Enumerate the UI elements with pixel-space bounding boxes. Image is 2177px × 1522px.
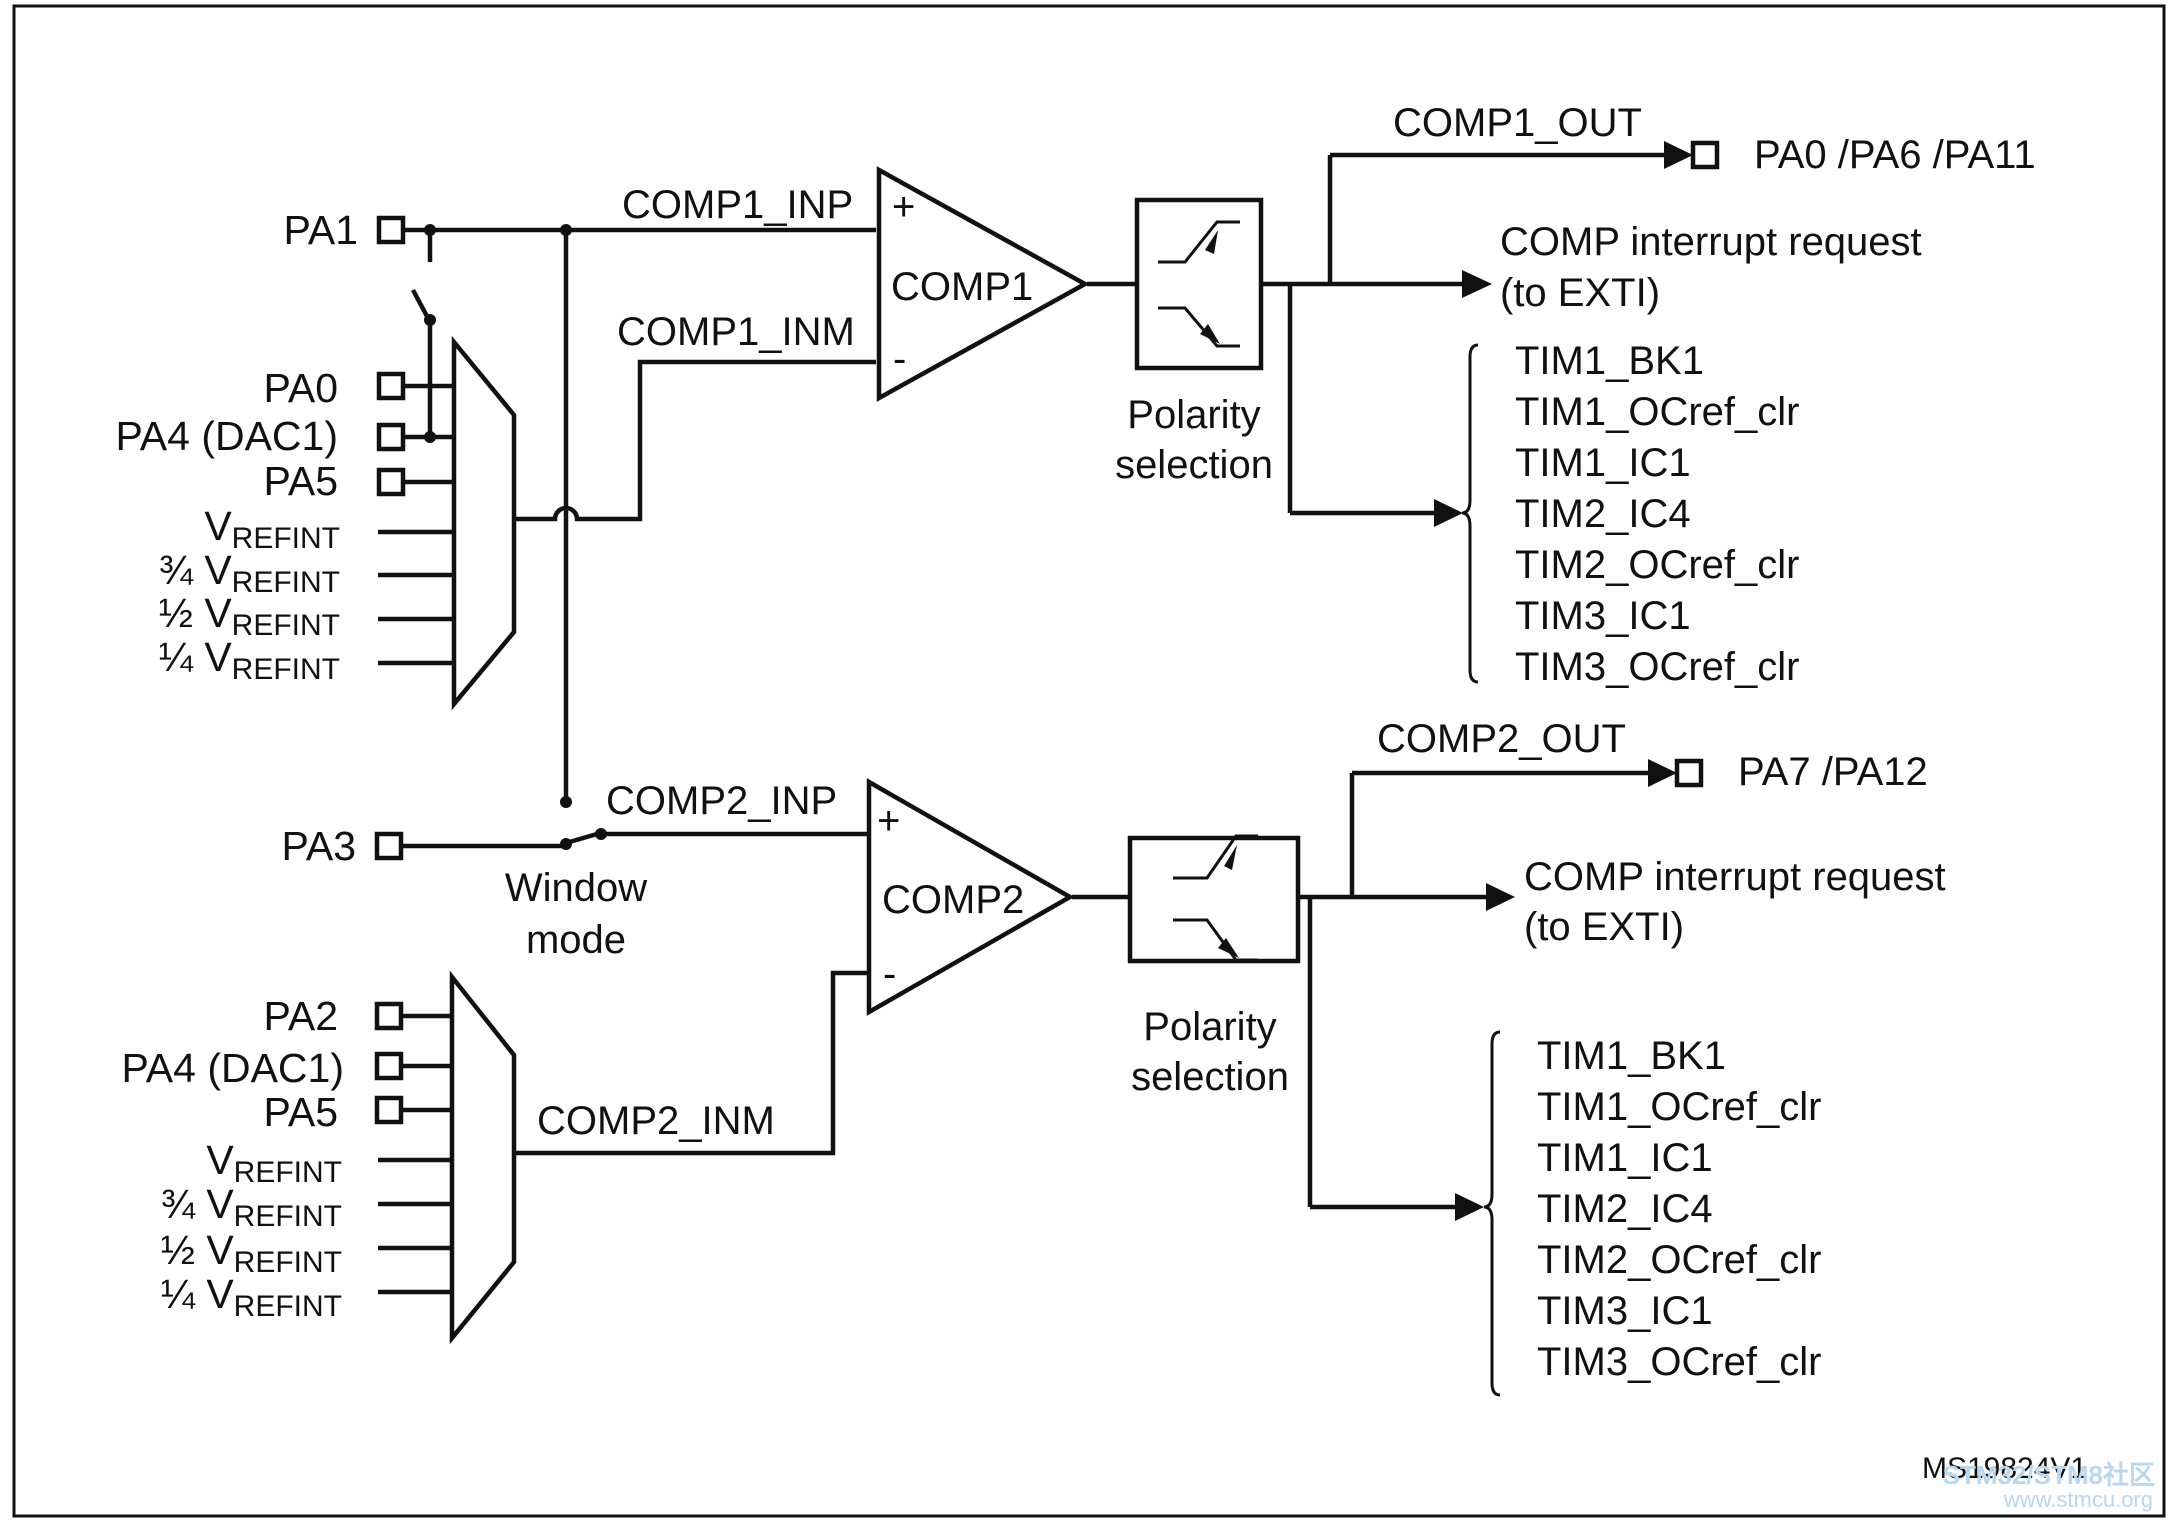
timer-signal: TIM3_OCref_clr [1537,1340,1822,1384]
comp2-input-mux [449,970,517,1345]
comp1-out-pin [1690,140,1720,170]
vrefint-1-4-label: ¼ VREFINT [159,634,340,686]
comp2-minus-sign: - [883,952,896,996]
comp2-interrupt-label: COMP interrupt request [1524,855,1946,899]
comp2-timer-list: TIM1_BK1 TIM1_OCref_clr TIM1_IC1 TIM2_IC… [1537,1034,1822,1384]
pin-pa2 [374,1001,404,1031]
timer-signal: TIM2_IC4 [1515,492,1691,536]
pin-pa4 [376,422,406,452]
mux2-input-label: PA5 [264,1089,338,1135]
rising-edge-symbol [1158,220,1240,264]
comp2-section: PA3 COMP2_INP PA2 PA4 (DAC1) PA5 VREFINT… [121,717,1946,1397]
window-mode-label: mode [526,918,626,962]
rising-edge-symbol [1173,834,1258,880]
comp1-out-label: COMP1_OUT [1393,101,1642,145]
pin-pa5 [374,1095,404,1125]
vrefint-label: VREFINT [206,1137,342,1189]
timer-signal: TIM2_IC4 [1537,1187,1713,1231]
mux2-input-label: PA4 (DAC1) [121,1045,344,1091]
comp1-input-mux [451,335,517,711]
timer-signal: TIM2_OCref_clr [1537,1238,1822,1282]
comp1-plus-sign: + [892,185,915,229]
timer-signal: TIM1_BK1 [1537,1034,1726,1078]
comp2-out-label: COMP2_OUT [1377,717,1626,761]
vrefint-1-2-label: ½ VREFINT [161,1227,342,1279]
falling-edge-symbol [1158,306,1240,348]
comp1-interrupt-label: (to EXTI) [1500,271,1660,315]
comp1-polarity-label: Polarity [1127,393,1260,437]
diagram-frame [12,4,2166,1518]
timer-signal: TIM1_IC1 [1515,441,1691,485]
comp1-section: PA1 COMP1_INP PA0 PA4 (DAC1) PA5 [115,101,2036,711]
comp2-out-pin [1674,758,1704,788]
watermark-url: www.stmcu.org [2003,1487,2153,1512]
pin-pa5 [376,467,406,497]
comp1-mux-inputs: PA0 PA4 (DAC1) PA5 VREFINT ¾ VREFINT ½ V… [115,365,454,686]
comp2-label: COMP2 [882,878,1024,922]
timer-signal: TIM1_IC1 [1537,1136,1713,1180]
vrefint-label: VREFINT [204,503,340,555]
comp2-polarity-selector [1127,835,1301,964]
timer-signal: TIM1_OCref_clr [1515,390,1800,434]
timer-signal: TIM3_OCref_clr [1515,645,1800,689]
comp2-polarity-label: selection [1131,1055,1289,1099]
vrefint-1-4-label: ¼ VREFINT [161,1271,342,1323]
falling-edge-symbol [1173,918,1258,962]
comp2-polarity-label: Polarity [1143,1005,1276,1049]
comp1-interrupt-label: COMP interrupt request [1500,220,1922,264]
mux1-input-label: PA4 (DAC1) [115,413,338,459]
comp2-plus-sign: + [877,799,900,843]
comp1-polarity-label: selection [1115,443,1273,487]
vrefint-3-4-label: ¾ VREFINT [159,547,340,599]
timer-signal: TIM1_BK1 [1515,339,1704,383]
pin-pa3-label: PA3 [282,823,356,869]
comp1-label: COMP1 [891,265,1033,309]
comp1-inp-label: COMP1_INP [622,183,853,227]
comp2-out-pins-label: PA7 /PA12 [1738,750,1928,794]
window-mode-switch: Window mode [505,230,647,962]
vrefint-3-4-label: ¾ VREFINT [161,1181,342,1233]
comp1-out-pins-label: PA0 /PA6 /PA11 [1754,133,2036,177]
timer-signal: TIM3_IC1 [1537,1289,1713,1333]
comp2-mux-inputs: PA2 PA4 (DAC1) PA5 VREFINT ¾ VREFINT ½ V… [121,993,452,1323]
junction-dot [424,431,436,443]
pin-pa3 [374,831,404,861]
timer-signal: TIM1_OCref_clr [1537,1085,1822,1129]
comp2-inm-wire [514,970,868,1156]
comp1-comparator [876,166,1090,402]
comp1-inm-label: COMP1_INM [617,310,855,354]
comp1-timer-brace [1461,343,1479,684]
watermark-text: STM32/STM8社区 [1943,1460,2155,1490]
window-mode-label: Window [505,866,647,910]
comp2-inm-label: COMP2_INM [537,1099,775,1143]
mux1-input-label: PA5 [264,458,338,504]
comp1-polarity-selector [1134,197,1264,371]
pin-pa1 [376,215,406,245]
figure-id: MS19824V1 [1922,1452,2087,1485]
comp2-inp-label: COMP2_INP [606,779,837,823]
pin-pa0 [376,371,406,401]
mux2-input-label: PA2 [264,993,338,1039]
comp1-inm-wire [514,359,876,522]
comp1-minus-sign: - [893,337,906,381]
mux1-input-label: PA0 [264,365,338,411]
timer-signal: TIM2_OCref_clr [1515,543,1800,587]
comp2-comparator [866,778,1075,1016]
vrefint-1-2-label: ½ VREFINT [159,590,340,642]
pin-pa1-label: PA1 [284,207,358,253]
comp2-interrupt-label: (to EXTI) [1524,905,1684,949]
timer-signal: TIM3_IC1 [1515,594,1691,638]
pin-pa4 [374,1051,404,1081]
comp2-timer-brace [1483,1030,1501,1397]
comp1-timer-list: TIM1_BK1 TIM1_OCref_clr TIM1_IC1 TIM2_IC… [1515,339,1800,689]
